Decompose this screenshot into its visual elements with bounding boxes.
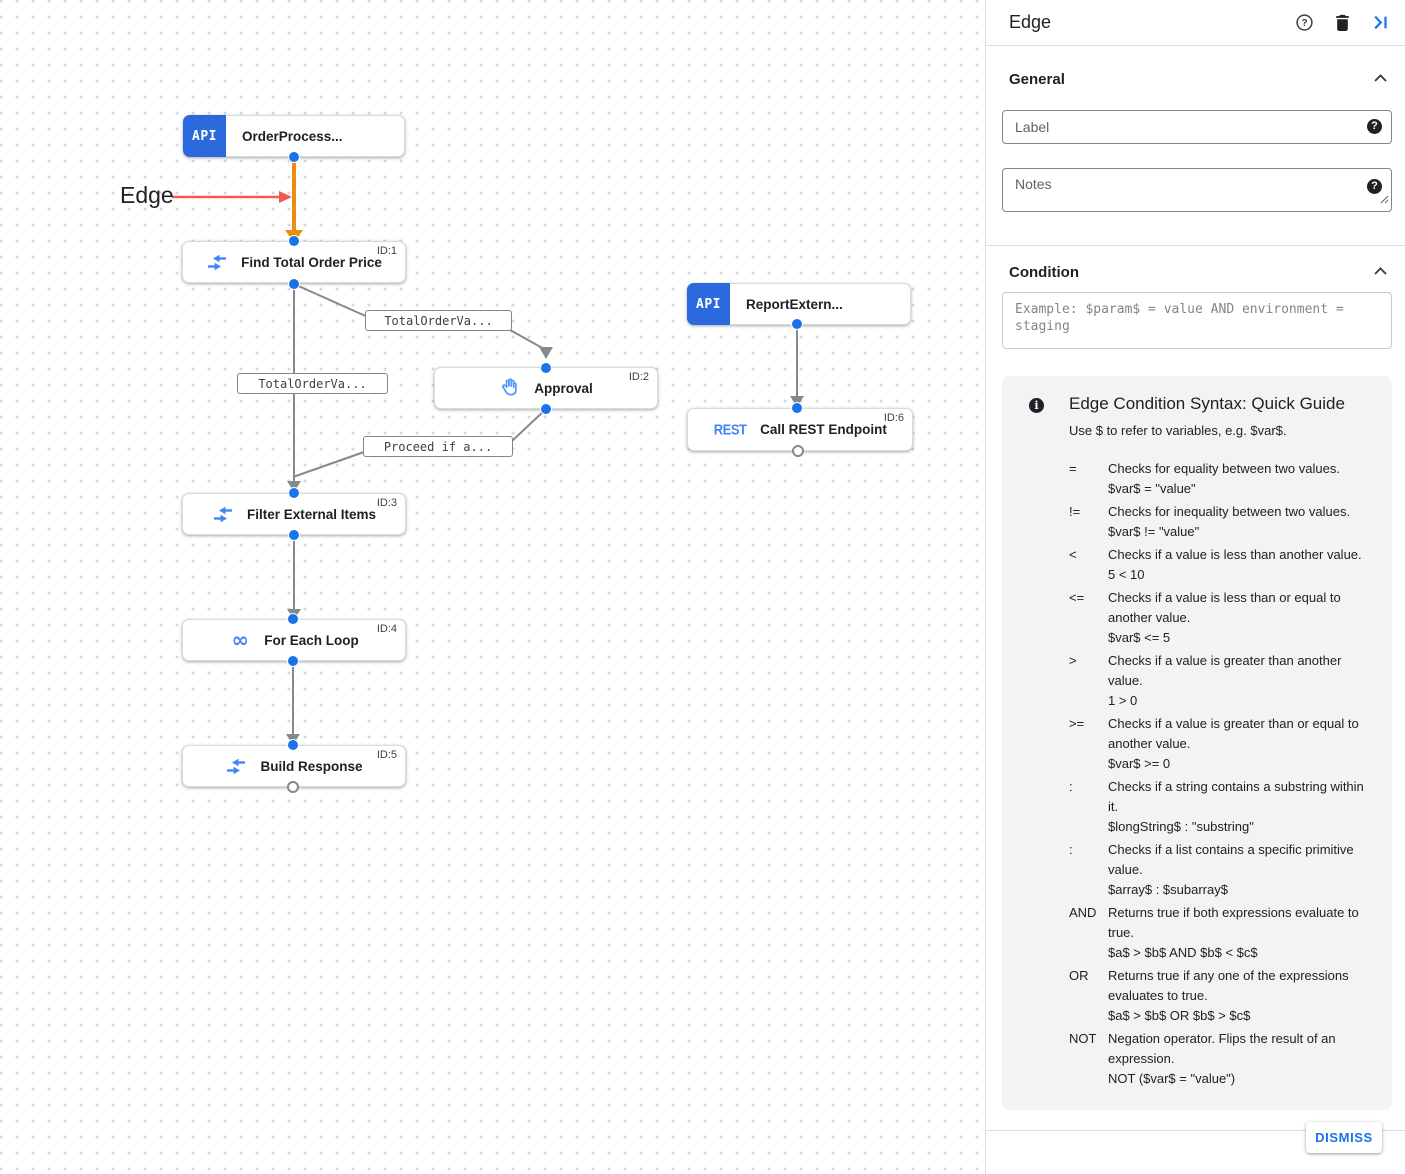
rest-task-icon: REST xyxy=(713,420,747,439)
node-title: Find Total Order Price xyxy=(241,254,382,270)
dismiss-button[interactable]: DISMISS xyxy=(1306,1122,1382,1153)
panel-title: Edge xyxy=(1009,12,1052,32)
node-title: For Each Loop xyxy=(264,632,359,648)
guide-entry: > Checks if a value is greater than anot… xyxy=(1069,653,1342,708)
api-trigger-icon: API xyxy=(687,283,730,325)
connection-port[interactable] xyxy=(287,613,299,625)
collapse-panel-icon[interactable] xyxy=(1370,13,1390,33)
edge-find-to-approval[interactable] xyxy=(293,283,553,359)
edge-label[interactable]: Proceed if a... xyxy=(363,436,513,457)
node-find-total-order-price[interactable]: ID:1 Find Total Order Price xyxy=(182,241,406,283)
resize-handle-icon[interactable] xyxy=(1380,191,1389,209)
node-title: Approval xyxy=(534,380,593,396)
node-build-response[interactable]: ID:5 Build Response xyxy=(182,745,406,787)
approval-hand-icon xyxy=(499,378,521,398)
general-heading: General xyxy=(1009,70,1065,88)
label-field-wrapper: ? xyxy=(1002,110,1392,144)
node-id-badge: ID:6 xyxy=(883,412,904,424)
flow-canvas[interactable]: Edge API OrderProcess... ID:1 Find Total… xyxy=(0,0,985,1174)
node-approval[interactable]: ID:2 Approval xyxy=(434,367,658,409)
connection-port[interactable] xyxy=(288,151,300,163)
open-connection-port[interactable] xyxy=(287,781,299,793)
node-title: Filter External Items xyxy=(246,506,377,522)
panel-header: Edge ? xyxy=(986,0,1405,46)
edge-config-panel: Edge ? xyxy=(985,0,1405,1174)
condition-input[interactable] xyxy=(1002,292,1392,349)
condition-section-header[interactable]: Condition xyxy=(986,255,1405,289)
edge-label[interactable]: TotalOrderVa... xyxy=(365,310,512,331)
chevron-up-icon[interactable] xyxy=(1373,70,1388,88)
data-mapping-icon xyxy=(212,506,234,523)
guide-subtitle: Use $ to refer to variables, e.g. $var$. xyxy=(1069,423,1287,438)
guide-title: Edge Condition Syntax: Quick Guide xyxy=(1069,394,1345,413)
edge-approval-to-filter[interactable] xyxy=(292,408,547,478)
connection-port[interactable] xyxy=(288,487,300,499)
node-title: Call REST Endpoint xyxy=(760,422,887,437)
open-connection-port[interactable] xyxy=(792,445,804,457)
connection-port[interactable] xyxy=(288,278,300,290)
edge-selected[interactable] xyxy=(285,157,303,243)
node-id-badge: ID:1 xyxy=(376,245,397,257)
guide-entry: AND Returns true if both expressions eva… xyxy=(1069,905,1359,960)
connection-port[interactable] xyxy=(791,402,803,414)
edge-label[interactable]: TotalOrderVa... xyxy=(237,373,388,394)
section-divider xyxy=(986,245,1405,246)
node-id-badge: ID:2 xyxy=(628,371,649,383)
info-icon: i xyxy=(1029,398,1044,413)
connection-port[interactable] xyxy=(540,362,552,374)
loop-icon: ∞ xyxy=(231,628,250,652)
node-id-badge: ID:3 xyxy=(376,497,397,509)
notes-input[interactable] xyxy=(1002,168,1392,212)
guide-entry: >= Checks if a value is greater than or … xyxy=(1069,716,1359,771)
node-orderprocess-trigger[interactable]: API OrderProcess... xyxy=(183,115,405,157)
node-title: ReportExtern... xyxy=(746,296,843,312)
edge-annotation-label: Edge xyxy=(120,182,174,208)
node-id-badge: ID:4 xyxy=(376,623,397,635)
connection-port[interactable] xyxy=(540,403,552,415)
guide-entry: OR Returns true if any one of the expres… xyxy=(1069,968,1349,1023)
guide-entry: = Checks for equality between two values… xyxy=(1069,461,1340,496)
condition-field-wrapper xyxy=(1002,292,1392,349)
api-trigger-icon: API xyxy=(183,115,226,157)
data-mapping-icon xyxy=(225,758,247,775)
connection-port[interactable] xyxy=(288,235,300,247)
data-mapping-icon xyxy=(206,254,228,271)
notes-help-icon[interactable]: ? xyxy=(1367,179,1382,194)
guide-entry: : Checks if a string contains a substrin… xyxy=(1069,779,1364,834)
svg-text:?: ? xyxy=(1301,18,1307,29)
general-section-header[interactable]: General xyxy=(986,62,1405,96)
condition-heading: Condition xyxy=(1009,263,1079,281)
help-icon[interactable]: ? xyxy=(1294,13,1314,33)
condition-syntax-guide: i Edge Condition Syntax: Quick Guide Use… xyxy=(1002,376,1392,1110)
footer-divider xyxy=(986,1130,1405,1131)
edge-foreach-to-build[interactable] xyxy=(286,661,300,745)
node-filter-external-items[interactable]: ID:3 Filter External Items xyxy=(182,493,406,535)
guide-entry: < Checks if a value is less than another… xyxy=(1069,547,1362,582)
guide-entry: != Checks for inequality between two val… xyxy=(1069,504,1351,539)
notes-field-wrapper: ? xyxy=(1002,168,1392,212)
guide-entry: : Checks if a list contains a specific p… xyxy=(1069,842,1354,897)
connection-port[interactable] xyxy=(791,318,803,330)
edges-layer xyxy=(172,157,804,745)
label-input[interactable] xyxy=(1002,110,1392,144)
connection-port[interactable] xyxy=(288,529,300,541)
edge-filter-to-foreach[interactable] xyxy=(287,536,301,620)
guide-entry: NOT Negation operator. Flips the result … xyxy=(1069,1031,1336,1086)
connection-port[interactable] xyxy=(287,739,299,751)
node-for-each-loop[interactable]: ID:4 ∞ For Each Loop xyxy=(182,619,406,661)
connection-port[interactable] xyxy=(287,655,299,667)
node-id-badge: ID:5 xyxy=(376,749,397,761)
chevron-up-icon[interactable] xyxy=(1373,263,1388,281)
annotation-arrow-icon xyxy=(172,191,292,203)
delete-edge-icon[interactable] xyxy=(1332,13,1352,33)
node-title: Build Response xyxy=(260,758,363,774)
edge-report-to-rest[interactable] xyxy=(790,324,804,407)
node-title: OrderProcess... xyxy=(242,128,343,144)
guide-entry: <= Checks if a value is less than or equ… xyxy=(1069,590,1341,645)
label-help-icon[interactable]: ? xyxy=(1367,119,1382,134)
